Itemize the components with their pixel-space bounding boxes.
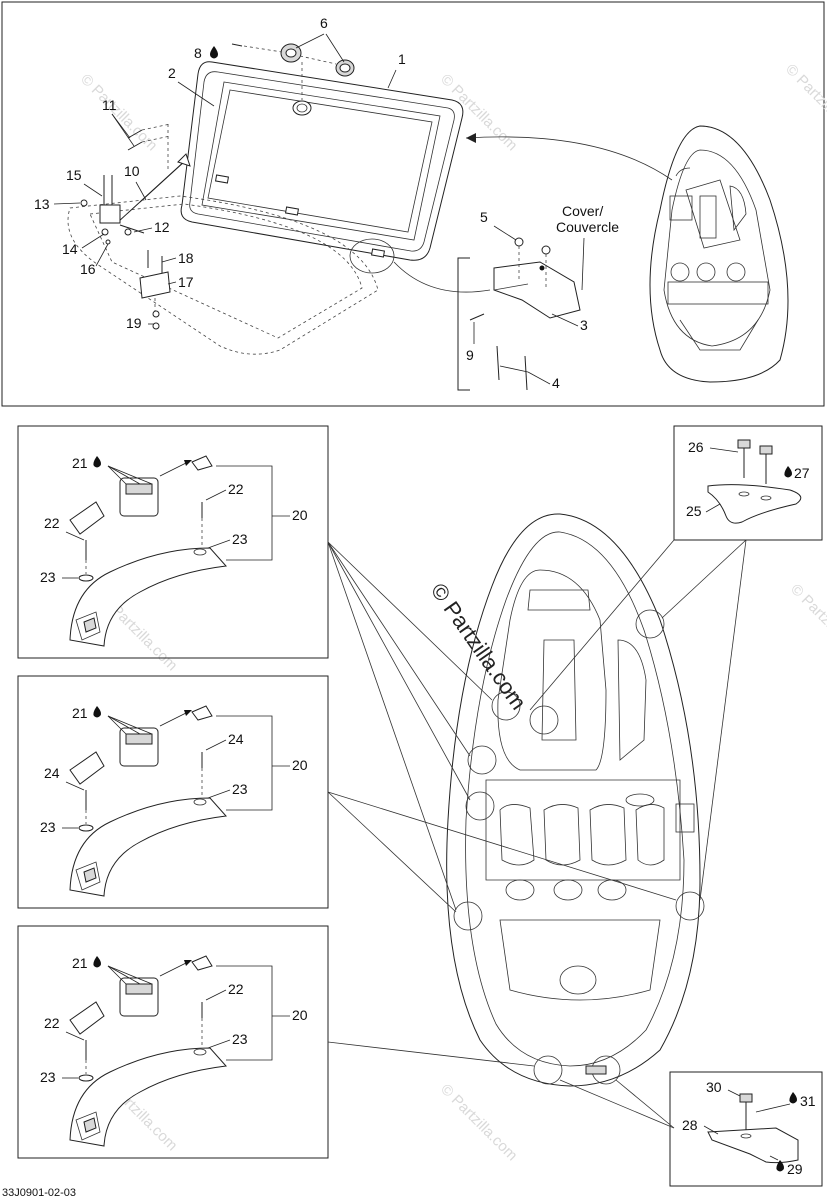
svg-text:10: 10 [124,163,140,179]
svg-text:22: 22 [44,1015,60,1031]
liquid-drop-icon [210,46,218,59]
callout-labels-box-2: 21 24 24 23 23 20 [40,705,308,835]
svg-text:24: 24 [44,765,60,781]
svg-text:5: 5 [480,209,488,225]
svg-text:23: 23 [232,781,248,797]
svg-text:27: 27 [794,465,810,481]
handle-detail-box-2 [17,675,329,909]
liquid-drop-icon [93,956,101,968]
top-panel-frame [1,1,825,407]
svg-text:© Partzilla.com: © Partzilla.com [787,581,827,664]
svg-text:8: 8 [194,45,202,61]
cleat-detail-box: 26 27 25 [673,425,823,541]
svg-text:12: 12 [154,219,170,235]
svg-text:15: 15 [66,167,82,183]
handle-set-1 [69,455,228,647]
handle-set-3 [69,955,228,1147]
svg-text:14: 14 [62,241,78,257]
svg-text:21: 21 [72,455,88,471]
svg-text:13: 13 [34,196,50,212]
diagram-code: 33J0901-02-03 [2,1187,76,1199]
svg-text:22: 22 [228,481,244,497]
svg-text:16: 16 [80,261,96,277]
svg-text:11: 11 [102,97,117,113]
svg-text:30: 30 [706,1079,722,1095]
svg-text:28: 28 [682,1117,698,1133]
svg-text:6: 6 [320,15,328,31]
callout-labels-box-1: 21 22 22 23 23 20 [40,455,308,585]
svg-text:23: 23 [232,1031,248,1047]
svg-text:25: 25 [686,503,702,519]
liquid-drop-icon [93,706,101,718]
svg-text:Cover/: Cover/ [562,203,603,219]
craft-overview-top [649,125,789,383]
svg-text:19: 19 [126,315,142,331]
leader-lines [327,539,747,1129]
bracket-assembly [80,175,145,245]
svg-text:23: 23 [232,531,248,547]
svg-text:24: 24 [228,731,244,747]
svg-text:29: 29 [787,1161,803,1177]
svg-text:17: 17 [178,274,194,290]
svg-text:26: 26 [688,439,704,455]
svg-text:22: 22 [228,981,244,997]
callout-labels-top: 1 2 6 8 11 10 15 13 12 14 16 18 17 19 5 … [34,15,619,391]
svg-text:Couvercle: Couvercle [556,219,619,235]
liquid-drop-icon [776,1160,784,1172]
latch-knob [280,43,355,77]
svg-text:© Partzilla.com: © Partzilla.com [77,71,160,154]
svg-text:31: 31 [800,1093,816,1109]
liquid-drop-icon [93,456,101,468]
svg-text:20: 20 [292,1007,308,1023]
svg-text:23: 23 [40,569,56,585]
liquid-drop-icon [784,466,792,478]
callout-labels-box-3: 21 22 22 23 23 20 [40,955,308,1085]
svg-text:1: 1 [398,51,406,67]
glove-box-cover [180,61,464,261]
svg-text:© Partzilla.com: © Partzilla.com [782,61,827,144]
svg-text:20: 20 [292,507,308,523]
svg-text:22: 22 [44,515,60,531]
handle-detail-box-3 [17,925,329,1159]
svg-text:23: 23 [40,1069,56,1085]
svg-text:2: 2 [168,65,176,81]
svg-text:18: 18 [178,250,194,266]
svg-text:© Partzilla.com: © Partzilla.com [437,1081,520,1164]
craft-overview-bottom [446,513,705,1087]
latch-catch [139,250,171,330]
svg-text:20: 20 [292,757,308,773]
svg-text:4: 4 [552,375,560,391]
svg-text:3: 3 [580,317,588,333]
cover-hinge-detail [469,237,581,391]
handle-detail-box-1 [17,425,329,659]
handle-set-2 [69,705,228,897]
svg-text:21: 21 [72,955,88,971]
svg-text:21: 21 [72,705,88,721]
svg-text:9: 9 [466,347,474,363]
liquid-drop-icon [789,1092,797,1104]
rear-cleat-detail-box: 30 31 28 29 [669,1071,823,1187]
svg-text:23: 23 [40,819,56,835]
